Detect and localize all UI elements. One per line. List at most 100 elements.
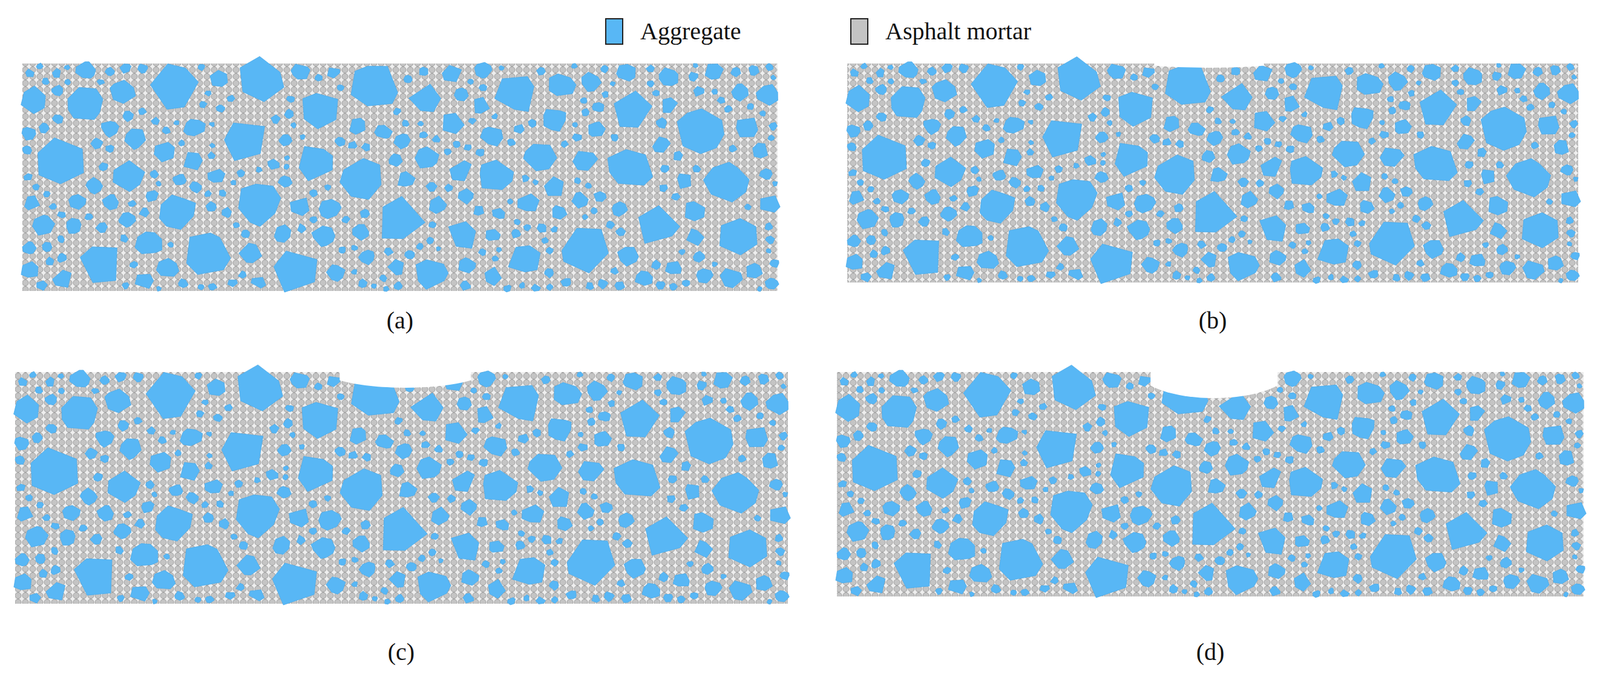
aggregate-particle: [1295, 535, 1311, 547]
aggregate-particle: [765, 63, 774, 71]
aggregate-particle: [480, 127, 503, 147]
aggregate-particle: [90, 137, 104, 150]
aggregate-particle: [1169, 556, 1185, 571]
aggregate-particle: [740, 392, 759, 411]
aggregate-particle: [606, 220, 615, 229]
aggregate-particle: [775, 547, 785, 557]
aggregate-particle: [1259, 467, 1282, 488]
aggregate-particle: [1125, 211, 1133, 218]
aggregate-particle: [548, 418, 572, 442]
aggregate-particle: [1499, 260, 1516, 275]
aggregate-particle: [137, 64, 149, 74]
aggregate-particle: [918, 216, 930, 227]
aggregate-particle: [1216, 74, 1225, 82]
aggregate-particle: [1052, 364, 1096, 410]
aggregate-particle: [1059, 223, 1067, 232]
aggregate-particle: [49, 203, 57, 210]
aggregate-particle: [878, 373, 885, 379]
aggregate-particle: [519, 281, 525, 289]
aggregate-particle: [99, 375, 110, 385]
aggregate-particle: [468, 118, 477, 125]
aggregate-particle: [477, 370, 496, 388]
aggregate-particle: [380, 275, 388, 282]
aggregate-particle: [1537, 392, 1555, 410]
aggregate-particle: [1511, 372, 1530, 388]
aggregate-particle: [1095, 131, 1109, 143]
aggregate-particle: [152, 599, 158, 605]
aggregate-particle: [45, 377, 54, 387]
aggregate-particle: [29, 371, 37, 378]
aggregate-particle: [1203, 415, 1211, 423]
aggregate-particle: [32, 432, 43, 443]
aggregate-particle: [1416, 81, 1421, 86]
aggregate-particle: [765, 236, 776, 245]
aggregate-particle: [1450, 64, 1460, 72]
aggregate-particle: [1028, 70, 1046, 86]
aggregate-particle: [1379, 120, 1385, 126]
aggregate-particle: [587, 418, 596, 427]
aggregate-particle: [1149, 134, 1161, 144]
aggregate-particle: [958, 64, 969, 74]
aggregate-particle: [999, 539, 1043, 581]
aggregate-particle: [1446, 512, 1488, 551]
aggregate-particle: [927, 67, 937, 76]
aggregate-particle: [374, 125, 393, 139]
aggregate-particle: [1419, 442, 1427, 450]
aggregate-particle: [348, 140, 358, 149]
aggregate-particle: [1296, 223, 1311, 235]
aggregate-particle: [107, 470, 141, 503]
aggregate-particle: [541, 237, 549, 244]
aggregate-particle: [298, 456, 333, 492]
aggregate-particle: [350, 65, 398, 106]
aggregate-particle: [614, 459, 661, 497]
aggregate-particle: [1416, 131, 1424, 139]
aggregate-particle: [725, 406, 735, 413]
aggregate-particle: [1460, 273, 1470, 281]
aggregate-particle: [872, 559, 882, 569]
aggregate-particle: [36, 280, 48, 291]
aggregate-particle: [546, 283, 553, 292]
aggregate-particle: [1459, 444, 1478, 460]
aggregate-particle: [115, 546, 124, 555]
aggregate-particle: [1215, 556, 1225, 566]
aggregate-particle: [611, 134, 619, 141]
aggregate-particle: [1359, 533, 1366, 540]
aggregate-particle: [479, 459, 488, 467]
aggregate-particle: [704, 64, 724, 80]
rut-depression: [339, 369, 471, 388]
aggregate-particle: [1063, 583, 1078, 595]
aggregate-particle: [283, 163, 290, 170]
aggregate-particle: [991, 447, 998, 454]
aggregate-particle: [876, 262, 895, 280]
aggregate-particle: [1115, 143, 1148, 177]
aggregate-particle: [236, 495, 280, 538]
aggregate-particle: [85, 177, 103, 195]
aggregate-particle: [847, 234, 862, 247]
aggregate-particle: [857, 498, 865, 504]
aggregate-particle: [1253, 65, 1273, 82]
aggregate-particle: [204, 461, 213, 469]
aggregate-particle: [738, 455, 747, 463]
aggregate-particle: [309, 528, 318, 535]
aggregate-particle: [1390, 521, 1397, 526]
aggregate-particle: [1553, 569, 1570, 584]
aggregate-particle: [856, 209, 879, 229]
aggregate-particle: [1496, 243, 1509, 255]
aggregate-particle: [850, 68, 859, 77]
aggregate-particle: [769, 259, 779, 268]
aggregate-particle: [1055, 263, 1064, 271]
aggregate-particle: [1039, 403, 1047, 410]
aggregate-particle: [976, 176, 982, 182]
aggregate-particle: [1577, 383, 1583, 389]
aggregate-particle: [197, 64, 205, 71]
aggregate-particle: [224, 122, 266, 161]
aggregate-particle: [1339, 590, 1350, 598]
aggregate-particle: [334, 137, 345, 147]
aggregate-particle: [882, 501, 901, 517]
aggregate-particle: [860, 62, 868, 69]
aggregate-particle: [1277, 426, 1286, 433]
aggregate-particle: [847, 490, 854, 497]
aggregate-particle: [769, 419, 776, 427]
aggregate-particle: [852, 445, 898, 491]
aggregate-particle: [550, 559, 559, 567]
